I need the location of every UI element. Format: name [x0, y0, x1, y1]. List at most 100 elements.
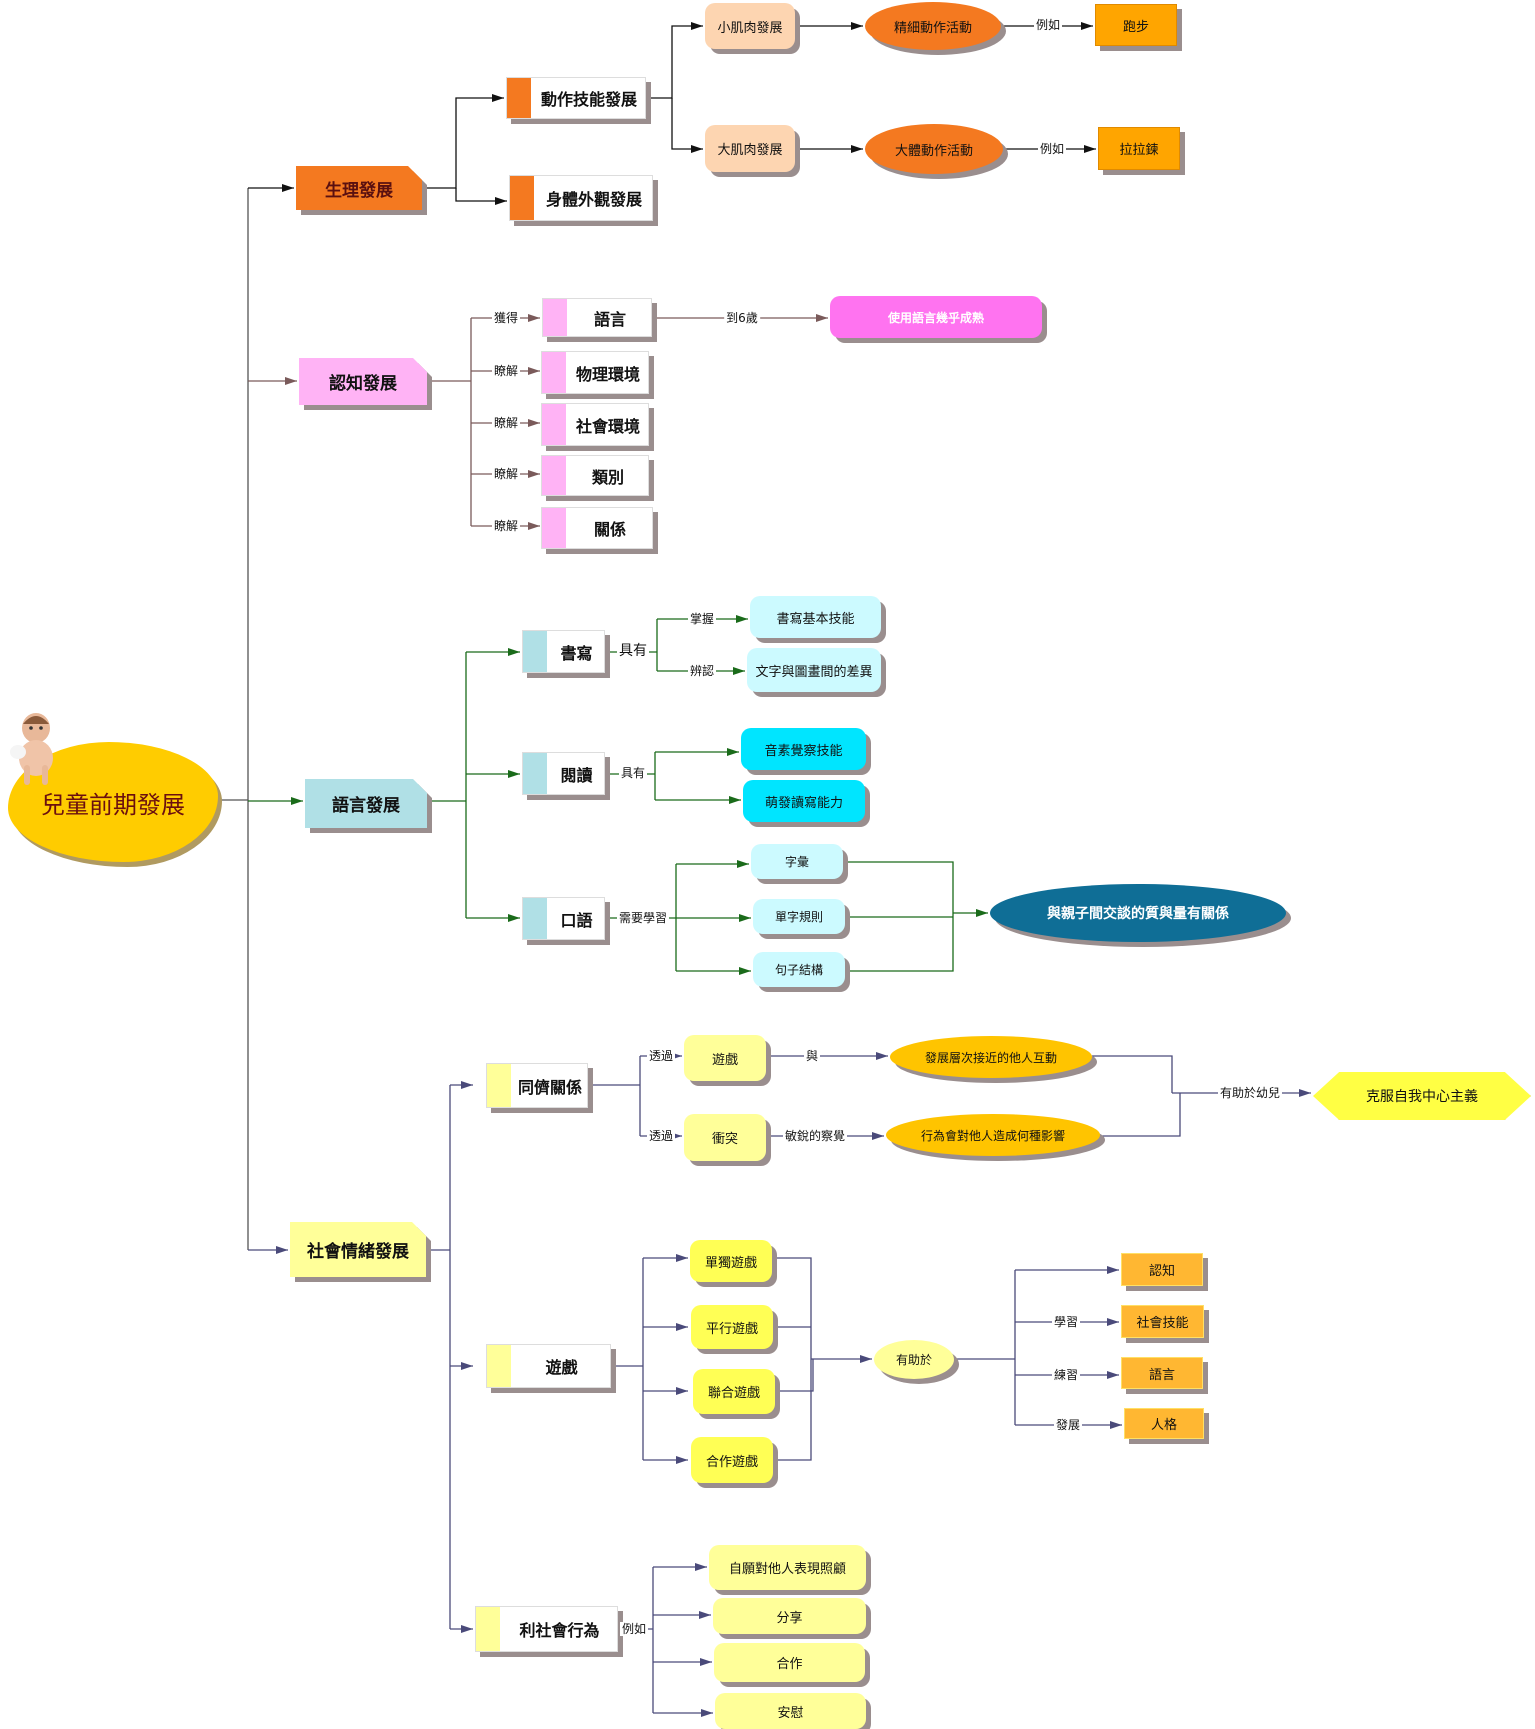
- edge-label: 發展: [1053, 1418, 1083, 1432]
- peer-interaction-node[interactable]: 發展層次接近的他人互動: [890, 1036, 1092, 1078]
- play-type-label: 合作遊戲: [705, 1454, 758, 1470]
- arrowhead-icon: [291, 797, 303, 805]
- fine-motor-node[interactable]: 小肌肉發展: [705, 3, 795, 49]
- appearance-label: 身體外觀發展: [545, 190, 642, 209]
- connector: [772, 1257, 812, 1461]
- play-node[interactable]: 遊戲: [486, 1344, 611, 1388]
- cognitive-item-label: 類別: [591, 467, 624, 487]
- branch-physical[interactable]: 生理發展: [296, 166, 422, 210]
- peer-conflict-label: 衝突: [711, 1132, 738, 1147]
- arrowhead-icon: [285, 377, 297, 385]
- peer-play-node[interactable]: 遊戲: [684, 1035, 766, 1081]
- reading-node[interactable]: 閱讀: [522, 752, 605, 795]
- benefit-label: 社會技能: [1136, 1316, 1189, 1331]
- edge-label: 瞭解: [491, 467, 521, 481]
- branch-social-label: 社會情緒發展: [307, 1242, 409, 1262]
- oral-item-label: 句子結構: [774, 963, 823, 977]
- gross-activity-node[interactable]: 大體動作活動: [865, 124, 1003, 174]
- strip: [487, 1345, 511, 1387]
- cognitive-item[interactable]: 語言: [542, 298, 652, 337]
- edge-label: 瞭解: [491, 416, 521, 430]
- oral-item[interactable]: 單字規則: [753, 899, 845, 934]
- example-run-label: 跑步: [1122, 19, 1149, 35]
- arrowhead-icon: [736, 615, 748, 623]
- play-type[interactable]: 合作遊戲: [691, 1437, 773, 1483]
- prosocial-item-label: 分享: [776, 1610, 803, 1626]
- cognitive-item[interactable]: 社會環境: [541, 403, 649, 446]
- branch-physical-box: 生理發展: [296, 166, 422, 210]
- example-run-node[interactable]: 跑步: [1095, 4, 1177, 46]
- edge-label: 例如: [619, 1622, 649, 1636]
- egocentrism-node[interactable]: 克服自我中心主義: [1313, 1072, 1531, 1120]
- branch-language-label: 語言發展: [332, 796, 400, 816]
- arrowhead-icon: [676, 1456, 688, 1464]
- prosocial-item[interactable]: 自願對他人表現照顧: [709, 1545, 866, 1590]
- writing-item[interactable]: 書寫基本技能: [750, 596, 881, 638]
- connector: [646, 25, 703, 99]
- writing-node[interactable]: 書寫: [522, 630, 605, 673]
- play-type-label: 聯合遊戲: [707, 1386, 760, 1401]
- branch-language[interactable]: 語言發展: [305, 779, 427, 828]
- play-type[interactable]: 聯合遊戲: [693, 1369, 775, 1414]
- oral-node[interactable]: 口語: [522, 897, 605, 940]
- benefit-node[interactable]: 語言: [1121, 1357, 1203, 1389]
- prosocial-item[interactable]: 安慰: [715, 1693, 866, 1729]
- peer-interaction-label: 發展層次接近的他人互動: [924, 1050, 1057, 1065]
- benefit-node[interactable]: 社會技能: [1121, 1305, 1204, 1338]
- behavior-impact-label: 行為會對他人造成何種影響: [920, 1128, 1065, 1143]
- helps-hub-node[interactable]: 有助於: [874, 1340, 954, 1379]
- arrowhead-icon: [676, 1254, 688, 1262]
- connector: [775, 1359, 814, 1392]
- connector: [455, 188, 507, 202]
- play-type[interactable]: 平行遊戲: [691, 1305, 773, 1349]
- appearance-node[interactable]: 身體外觀發展: [509, 175, 653, 221]
- benefit-node[interactable]: 認知: [1121, 1253, 1203, 1286]
- arrowhead-icon: [528, 367, 540, 375]
- oral-item[interactable]: 字彙: [751, 844, 843, 879]
- peer-conflict-node[interactable]: 衝突: [684, 1114, 766, 1161]
- arrowhead-icon: [739, 914, 751, 922]
- prosocial-item[interactable]: 合作: [714, 1643, 865, 1682]
- arrowhead-icon: [508, 914, 520, 922]
- reading-item-label: 萌發讀寫能力: [764, 795, 843, 811]
- strip: [487, 1064, 511, 1107]
- play-type[interactable]: 單獨遊戲: [690, 1240, 772, 1282]
- connector: [427, 97, 504, 189]
- cognitive-item-label: 社會環境: [575, 416, 640, 436]
- cognitive-item[interactable]: 物理環境: [541, 351, 649, 394]
- writing-label: 書寫: [560, 643, 593, 663]
- prosocial-node[interactable]: 利社會行為: [475, 1606, 618, 1652]
- arrowhead-icon: [1107, 1371, 1119, 1379]
- language-mature-node[interactable]: 使用語言幾乎成熟: [830, 296, 1042, 338]
- prosocial-item-label: 安慰: [777, 1705, 804, 1721]
- branch-cognitive[interactable]: 認知發展: [299, 358, 427, 405]
- writing-item[interactable]: 文字與圖畫間的差異: [747, 648, 881, 692]
- motor-skill-node[interactable]: 動作技能發展: [506, 77, 646, 119]
- edge-label: 敏銳的察覺: [782, 1129, 848, 1143]
- branch-cognitive-label: 認知發展: [329, 374, 397, 394]
- fine-activity-label: 精細動作活動: [893, 20, 972, 36]
- fine-activity-node[interactable]: 精細動作活動: [865, 2, 1001, 50]
- branch-social-box: 社會情緒發展: [290, 1222, 426, 1277]
- example-zipper-node[interactable]: 拉拉鍊: [1098, 127, 1180, 170]
- reading-item-label: 音素覺察技能: [764, 743, 843, 759]
- prosocial-item-label: 合作: [776, 1657, 803, 1672]
- behavior-impact-node[interactable]: 行為會對他人造成何種影響: [886, 1114, 1100, 1156]
- cognitive-item[interactable]: 關係: [541, 507, 653, 549]
- play-type-label: 平行遊戲: [705, 1321, 758, 1337]
- strip: [542, 404, 566, 445]
- prosocial-item[interactable]: 分享: [713, 1598, 866, 1634]
- reading-item[interactable]: 音素覺察技能: [741, 728, 866, 770]
- arrowhead-icon: [851, 22, 863, 30]
- arrowhead-icon: [701, 1709, 713, 1717]
- edge-label: 具有: [617, 643, 649, 659]
- reading-item[interactable]: 萌發讀寫能力: [743, 780, 865, 822]
- arrowhead-icon: [976, 909, 988, 917]
- oral-item[interactable]: 句子結構: [753, 952, 845, 987]
- branch-social[interactable]: 社會情緒發展: [290, 1222, 426, 1277]
- cognitive-item[interactable]: 類別: [541, 455, 649, 496]
- parent-talk-node[interactable]: 與親子間交談的質與量有關係: [990, 884, 1286, 942]
- gross-motor-node[interactable]: 大肌肉發展: [705, 125, 795, 172]
- benefit-node[interactable]: 人格: [1124, 1408, 1204, 1439]
- peer-node[interactable]: 同儕關係: [486, 1063, 588, 1108]
